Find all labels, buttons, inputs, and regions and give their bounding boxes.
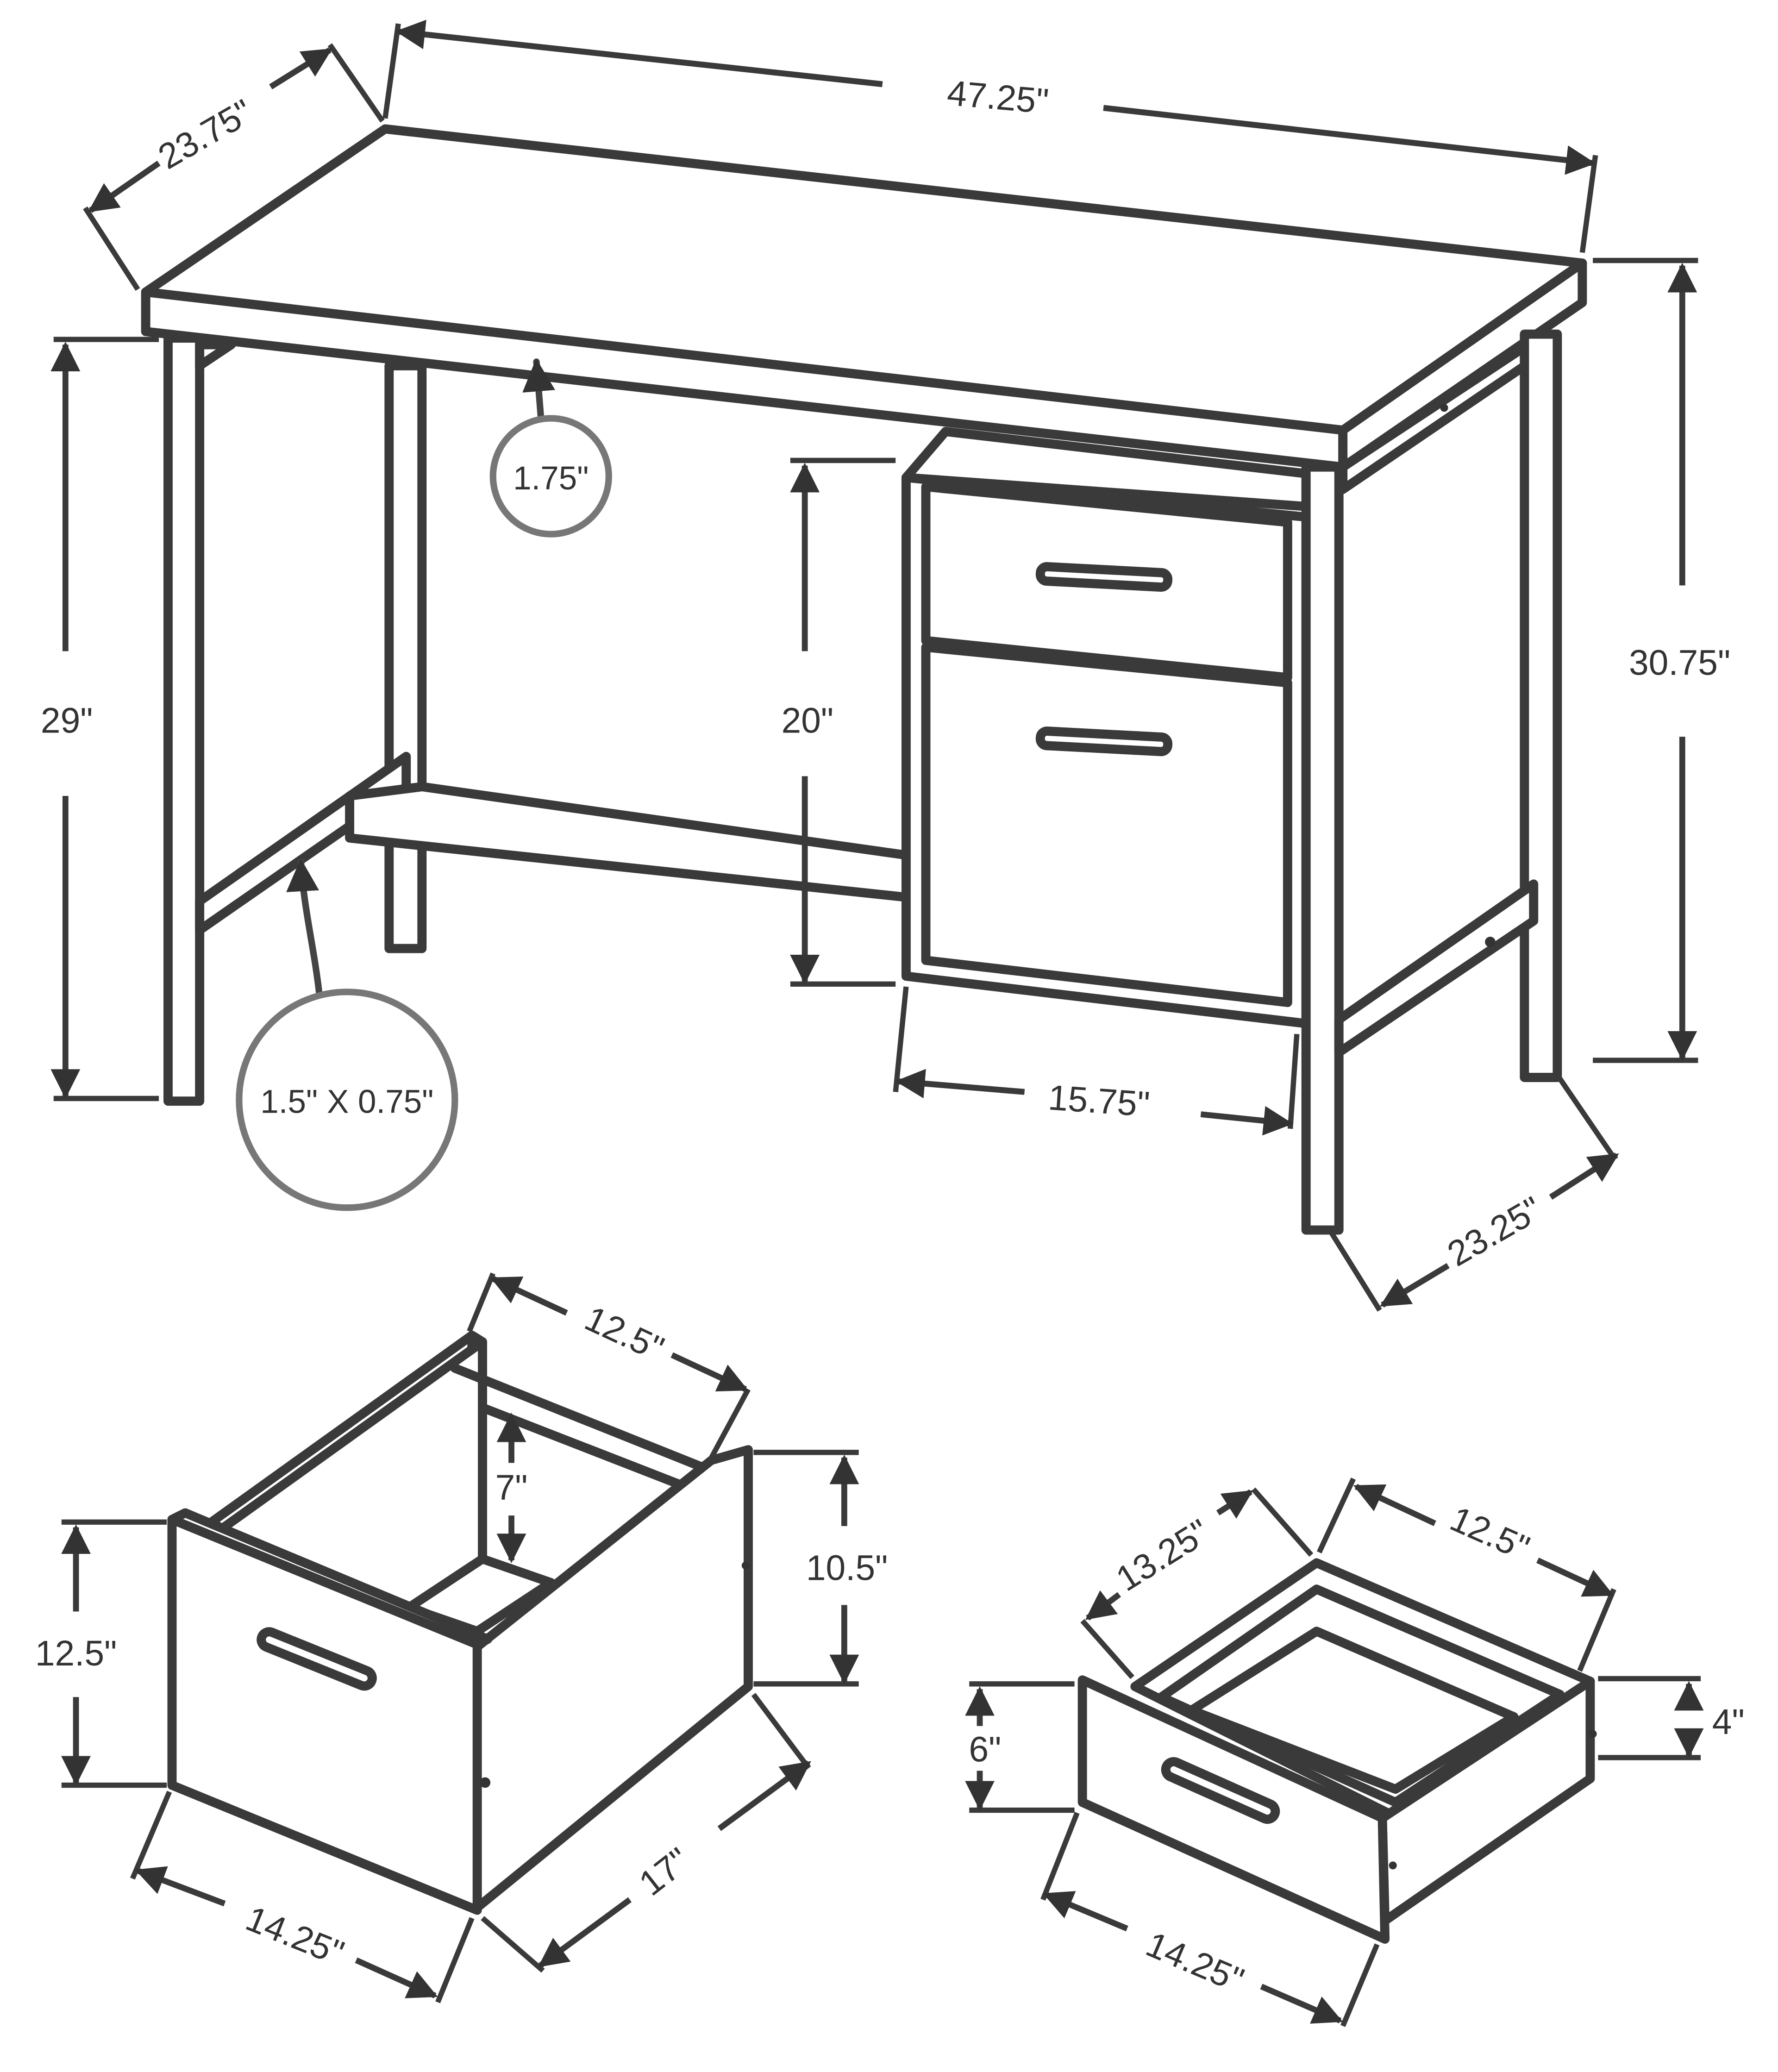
desk-illustration <box>141 124 1587 1235</box>
front-left-leg <box>163 333 205 1106</box>
back-right-leg <box>1520 329 1562 1082</box>
text-small-front-height: 6" <box>969 1730 1001 1769</box>
text-cabinet-height: 20" <box>782 701 834 741</box>
text-overall-height: 30.75" <box>1629 644 1730 683</box>
desk-dimensions <box>50 19 1698 1312</box>
upper-drawer-handle <box>1035 562 1173 592</box>
back-left-leg <box>384 361 427 953</box>
leg-profile-callout <box>236 989 458 1211</box>
text-file-depth: 17" <box>632 1840 697 1903</box>
top-thickness-callout <box>489 415 612 538</box>
small-drawer-bottom <box>1187 1627 1519 1794</box>
text-file-front-width: 14.25" <box>240 1899 349 1973</box>
text-file-inner-width: 12.5" <box>579 1299 670 1369</box>
file-drawer-illustration <box>167 1330 753 1915</box>
file-drawer-front-top-edge <box>167 1508 493 1649</box>
text-top-depth: 23.75" <box>152 92 259 177</box>
text-top-thickness: 1.75" <box>513 460 588 497</box>
text-leg-profile: 1.5" X 0.75" <box>260 1084 433 1121</box>
left-top-rail <box>195 340 236 370</box>
front-right-leg <box>1301 462 1344 1235</box>
text-top-width: 47.25" <box>945 74 1050 122</box>
rail-bolt-hole <box>1485 936 1496 947</box>
text-file-inner-height: 7" <box>495 1468 528 1508</box>
text-small-box-height: 4" <box>1712 1703 1745 1742</box>
file-drawer-handle <box>257 1627 377 1691</box>
small-drawer-screw <box>1389 1861 1397 1870</box>
text-small-depth: 13.25" <box>1109 1512 1216 1599</box>
lower-drawer-handle <box>1035 726 1173 757</box>
text-cabinet-width: 15.75" <box>1047 1078 1151 1124</box>
lower-drawer-front <box>921 642 1292 1007</box>
desk-top-side-edge <box>1338 258 1587 472</box>
right-lower-side-rail <box>1334 879 1539 1057</box>
text-side-depth: 23.25" <box>1441 1189 1548 1274</box>
text-small-front-width: 14.25" <box>1140 1924 1249 2000</box>
text-leg-height: 29" <box>41 701 93 741</box>
file-drawer-screw <box>480 1777 491 1788</box>
small-drawer-illustration <box>1077 1558 1597 1944</box>
text-file-box-height: 10.5" <box>806 1548 888 1588</box>
text-file-front-height: 12.5" <box>35 1634 117 1673</box>
back-stretcher <box>345 782 911 902</box>
small-drawer-handle <box>1161 1757 1280 1824</box>
text-small-inner-width: 12.5" <box>1445 1499 1535 1568</box>
rail-bolt-hole-top <box>1440 404 1448 412</box>
